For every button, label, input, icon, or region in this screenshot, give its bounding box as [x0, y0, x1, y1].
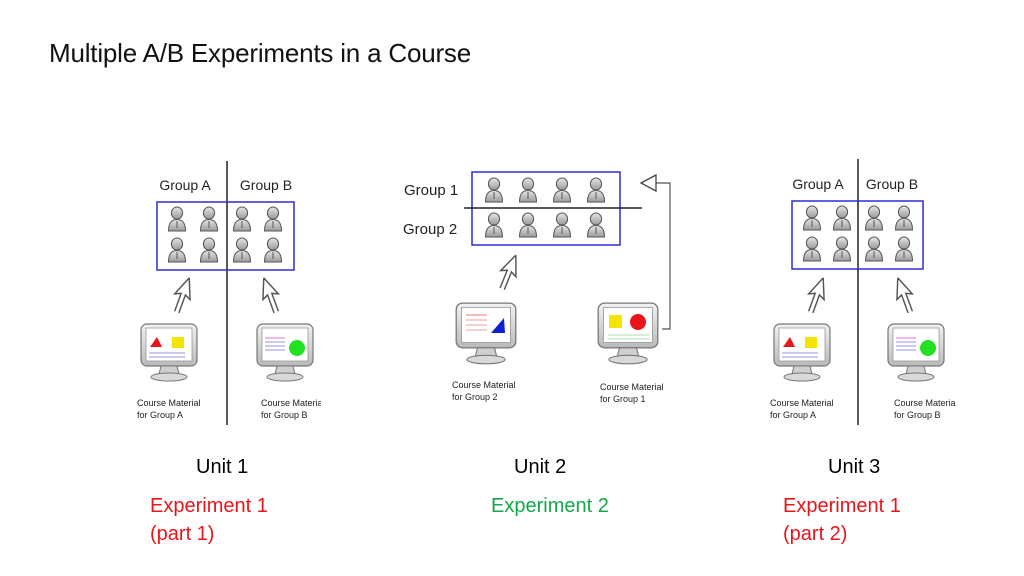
- material-a-caption: for Group A: [137, 410, 183, 420]
- person-icon: [233, 237, 251, 263]
- material-b-caption: Course Material: [261, 398, 321, 408]
- unit-3-experiment: Experiment 1 (part 2): [783, 492, 901, 548]
- material-b-caption: Course Material: [894, 398, 956, 408]
- person-icon: [895, 236, 913, 262]
- group-a-label: Group A: [792, 176, 844, 192]
- experiment-name: Experiment 2: [491, 495, 609, 517]
- unit-2-label: Unit 2: [514, 456, 567, 478]
- unit-2-diagram-svg: Group 1 Group 2: [403, 171, 671, 404]
- person-icon: [264, 206, 282, 232]
- person-icon: [519, 177, 537, 203]
- person-icon: [895, 205, 913, 231]
- arrow-icon: [255, 274, 285, 316]
- material-1-caption: for Group 1: [600, 394, 646, 404]
- person-icon: [803, 205, 821, 231]
- group-1-label: Group 1: [404, 182, 458, 199]
- material-2-caption: for Group 2: [452, 392, 498, 402]
- unit-3-diagram-svg: Group A Group B: [770, 159, 958, 425]
- group-b-label: Group B: [240, 177, 292, 193]
- arrow-icon: [493, 251, 525, 293]
- unit-1-label: Unit 1: [196, 456, 249, 478]
- experiment-part: (part 2): [783, 523, 848, 545]
- group-a-label: Group A: [159, 177, 211, 193]
- person-icon: [553, 177, 571, 203]
- person-icon: [485, 177, 503, 203]
- material-b-caption: for Group B: [894, 410, 941, 420]
- feedback-line: [656, 182, 671, 330]
- groups-box: [791, 200, 924, 270]
- person-icon: [553, 212, 571, 238]
- unit-1-diagram-svg: Group A Group B: [137, 161, 325, 425]
- arrow-icon: [802, 274, 832, 316]
- unit-3-diagram: Group A Group B: [760, 155, 958, 430]
- monitor-icon: [455, 302, 517, 365]
- monitor-icon: [597, 302, 659, 365]
- left-arrow-icon: [639, 173, 657, 193]
- slide-title: Multiple A/B Experiments in a Course: [49, 38, 471, 68]
- arrow-icon: [889, 274, 919, 316]
- experiment-name: Experiment 1: [150, 495, 268, 517]
- arrow-icon: [168, 274, 198, 316]
- unit-2-experiment: Experiment 2: [491, 492, 609, 520]
- person-icon: [803, 236, 821, 262]
- unit-2-diagram: Group 1 Group 2: [394, 155, 692, 410]
- groups-box: [156, 201, 295, 271]
- person-icon: [200, 206, 218, 232]
- person-icon: [233, 206, 251, 232]
- person-icon: [168, 237, 186, 263]
- material-a-caption: Course Material: [770, 398, 834, 408]
- person-icon: [200, 237, 218, 263]
- person-icons: [168, 206, 282, 263]
- unit-1-diagram: Group A Group B: [127, 155, 325, 430]
- monitor-icon: [887, 323, 945, 382]
- person-icon: [865, 236, 883, 262]
- monitor-icon: [140, 323, 198, 382]
- person-icon: [519, 212, 537, 238]
- person-icon: [168, 206, 186, 232]
- material-b-caption: for Group B: [261, 410, 308, 420]
- material-2-caption: Course Material: [452, 380, 516, 390]
- person-icon: [264, 237, 282, 263]
- unit-3-label: Unit 3: [828, 456, 881, 478]
- person-icon: [865, 205, 883, 231]
- material-a-caption: Course Material: [137, 398, 201, 408]
- person-icon: [833, 236, 851, 262]
- group-b-label: Group B: [866, 176, 918, 192]
- monitor-icon: [773, 323, 831, 382]
- experiment-name: Experiment 1: [783, 495, 901, 517]
- person-icon: [485, 212, 503, 238]
- material-1-caption: Course Material: [600, 382, 664, 392]
- material-a-caption: for Group A: [770, 410, 816, 420]
- unit-1-experiment: Experiment 1 (part 1): [150, 492, 268, 548]
- group-2-label: Group 2: [403, 221, 457, 238]
- monitor-icon: [256, 323, 314, 382]
- person-icon: [587, 212, 605, 238]
- experiment-part: (part 1): [150, 523, 215, 545]
- person-icon: [833, 205, 851, 231]
- person-icon: [587, 177, 605, 203]
